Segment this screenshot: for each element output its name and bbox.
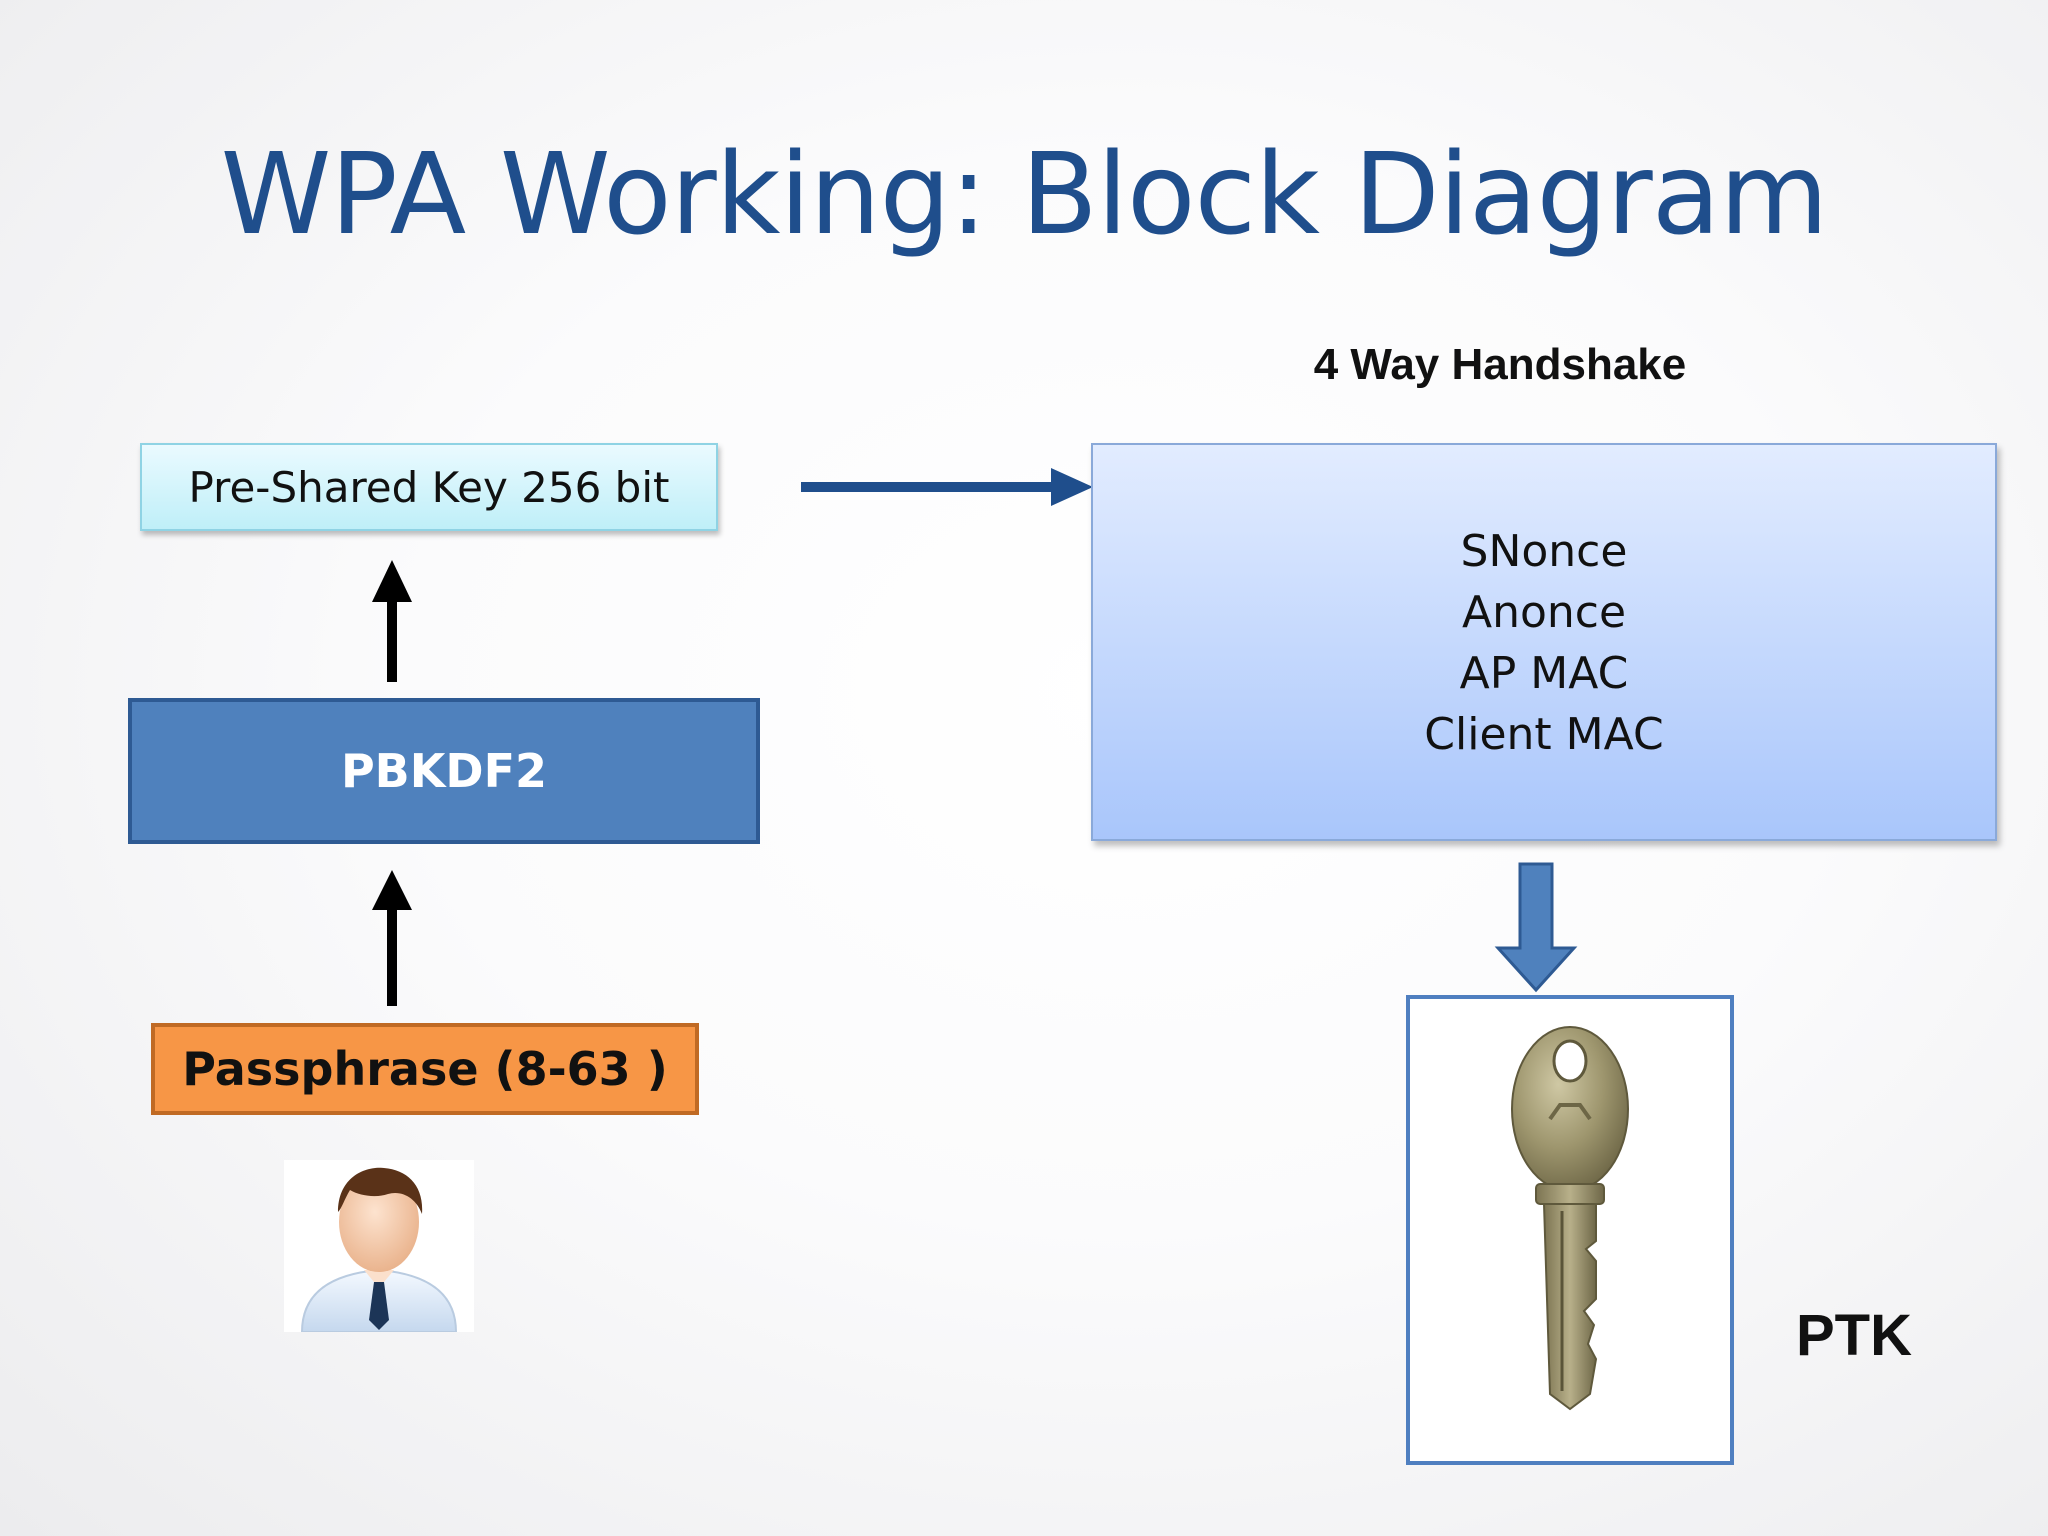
pre-shared-key-block: Pre-Shared Key 256 bit [140,443,718,531]
handshake-item-anonce: Anonce [1461,587,1627,638]
ptk-label: PTK [1796,1303,1912,1368]
passphrase-block: Passphrase (8-63 ) [151,1023,699,1115]
slide-title: WPA Working: Block Diagram [220,130,1829,260]
handshake-heading: 4 Way Handshake [1313,340,1687,389]
ptk-key-frame [1406,995,1734,1465]
pbkdf2-block: PBKDF2 [128,698,760,844]
handshake-item-ap-mac: AP MAC [1459,648,1629,699]
key-icon [1511,1026,1629,1411]
arrow-up-to-pbkdf2 [372,870,412,1006]
user-avatar-icon [284,1160,474,1332]
handshake-item-snonce: SNonce [1460,526,1628,577]
arrow-right-to-handshake [801,468,1093,506]
handshake-item-client-mac: Client MAC [1424,709,1664,760]
arrow-down-to-ptk [1494,862,1578,993]
handshake-block: SNonce Anonce AP MAC Client MAC [1091,443,1997,841]
arrow-up-to-psk [372,560,412,682]
